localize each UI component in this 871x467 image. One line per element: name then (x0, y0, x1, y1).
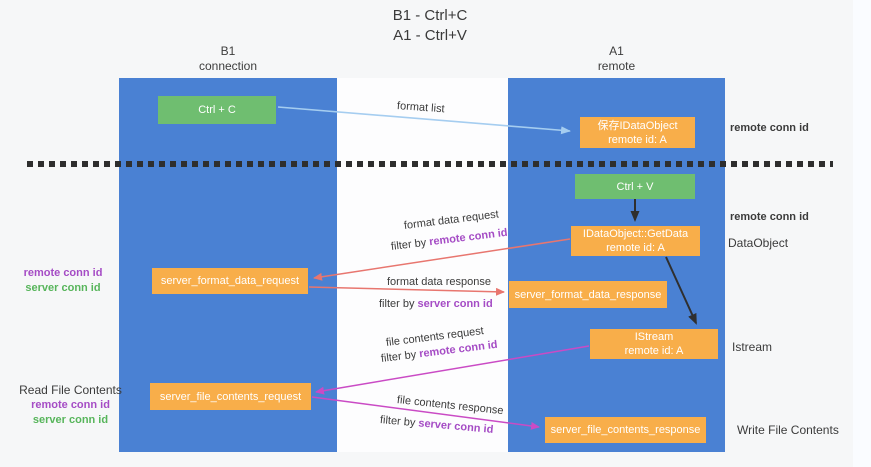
read-file-contents-annotation: Read File Contents (19, 383, 122, 397)
format-response-filter-label: filter by server conn id (379, 298, 493, 310)
server-file-contents-response-node: server_file_contents_response (545, 417, 706, 443)
remote-conn-id-annotation-left-bottom: remote conn id (31, 399, 110, 411)
write-file-contents-annotation: Write File Contents (737, 423, 839, 437)
server-format-data-request-node: server_format_data_request (152, 268, 308, 294)
server-conn-id-annotation-left-bottom: server conn id (32, 414, 109, 426)
ctrl-v-label: Ctrl + V (616, 180, 654, 193)
istream-subtitle: remote id: A (624, 345, 684, 357)
phase-separator-dashed-line (27, 161, 833, 167)
server-file-contents-request-label: server_file_contents_request (159, 390, 302, 403)
filter-server-conn-id: server conn id (417, 298, 493, 310)
getdata-title: IDataObject::GetData (582, 228, 689, 240)
save-idataobject-subtitle: remote id: A (608, 133, 667, 146)
save-idataobject-node: 保存IDataObject remote id: A (580, 117, 695, 148)
left-bottom-annotation-block: Read File Contents remote conn id server… (18, 383, 123, 428)
server-format-data-request-label: server_format_data_request (160, 275, 300, 287)
ctrl-v-node: Ctrl + V (575, 174, 695, 199)
ctrl-c-node: Ctrl + C (158, 96, 276, 124)
right-background-band (853, 0, 871, 467)
server-format-data-response-node: server_format_data_response (509, 281, 667, 308)
server-file-contents-request-node: server_file_contents_request (150, 383, 311, 410)
left-column-role: connection (198, 59, 258, 73)
remote-conn-id-annotation-top: remote conn id (730, 122, 809, 134)
save-idataobject-title: 保存IDataObject (597, 119, 678, 132)
filter-by-prefix: filter by (379, 298, 418, 310)
title-line-2: A1 - Ctrl+V (393, 27, 467, 44)
istream-annotation: Istream (732, 340, 773, 354)
left-mid-annotation-block: remote conn id server conn id (13, 266, 113, 296)
diagram-title: B1 - Ctrl+C A1 - Ctrl+V (330, 6, 530, 46)
format-data-response-label: format data response (387, 276, 491, 288)
getdata-subtitle: remote id: A (606, 242, 665, 254)
right-column-role: remote (597, 59, 636, 73)
ctrl-c-label: Ctrl + C (198, 104, 236, 116)
right-column-name: A1 (609, 44, 624, 58)
remote-conn-id-annotation-left-mid: remote conn id (23, 267, 103, 279)
left-column-header: B1 connection (119, 44, 337, 74)
server-file-contents-response-label: server_file_contents_response (550, 424, 701, 436)
server-format-data-response-label: server_format_data_response (514, 288, 662, 301)
getdata-node: IDataObject::GetData remote id: A (571, 226, 700, 256)
istream-title: IStream (634, 331, 674, 343)
left-column-name: B1 (220, 44, 236, 58)
istream-node: IStream remote id: A (590, 329, 718, 359)
right-column-header: A1 remote (508, 44, 725, 74)
remote-conn-id-annotation-mid: remote conn id (730, 211, 809, 223)
dataobject-annotation: DataObject (728, 236, 789, 250)
title-line-1: B1 - Ctrl+C (392, 7, 468, 24)
server-conn-id-annotation-left-mid: server conn id (25, 282, 101, 294)
